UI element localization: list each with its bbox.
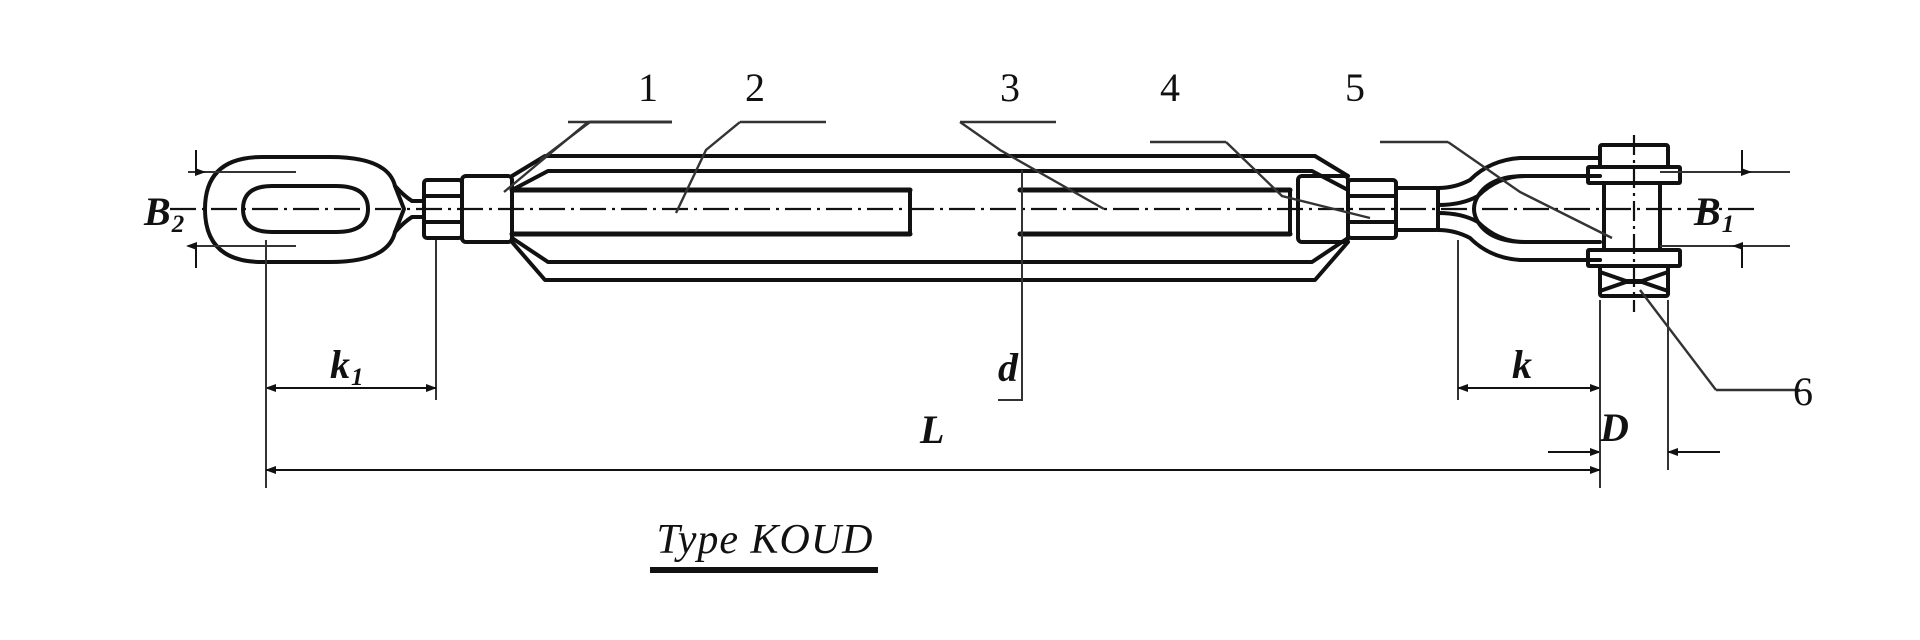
- dimension-letter-k1: k: [330, 342, 350, 387]
- dimension-label-b1: B1: [1694, 189, 1734, 238]
- part-outlines: [203, 143, 1682, 298]
- title-underline: [650, 567, 878, 573]
- dimension-label-b2: B2: [144, 189, 184, 238]
- leader-6b: [1639, 289, 1717, 391]
- callout-label-2: 2: [745, 65, 765, 110]
- dimension-label-d-big: D: [1600, 408, 1629, 448]
- callout-label-3: 3: [1000, 65, 1020, 110]
- leader-2b: [674, 121, 741, 214]
- dimension-letter-l: L: [920, 407, 945, 452]
- callout-label-5: 5: [1345, 65, 1365, 110]
- dimension-label-k1: k1: [330, 342, 364, 391]
- dimension-letter-b1: B: [1694, 189, 1721, 234]
- turnbuckle-body: [510, 154, 1350, 282]
- leader-5b: [1447, 141, 1613, 240]
- dimension-label-d-small: d: [998, 348, 1018, 388]
- drawing-title-block: Type KOUD: [650, 516, 880, 573]
- leader-3b: [959, 121, 1105, 211]
- dimension-subscript-b1: 1: [1721, 211, 1735, 238]
- dimension-subscript-b2: 2: [171, 211, 185, 238]
- callout-label-6: 6: [1793, 369, 1813, 414]
- dimension-label-l: L: [920, 410, 944, 450]
- left-threaded-rod: [509, 187, 913, 237]
- center-line: [170, 135, 1760, 312]
- drawing-title: Type KOUD: [656, 517, 874, 563]
- dimension-label-k: k: [1512, 345, 1532, 385]
- dimension-letter-d-big: D: [1600, 405, 1629, 450]
- callout-leaders: [503, 120, 1800, 392]
- right-threaded-rod: [1017, 187, 1293, 237]
- callout-label-1: 1: [638, 65, 658, 110]
- leader-d: [998, 170, 1023, 401]
- dimension-subscript-k1: 1: [351, 364, 364, 391]
- dimension-lines: [186, 150, 1790, 488]
- dimension-letter-k: k: [1512, 342, 1532, 387]
- leader-4b: [1225, 141, 1371, 220]
- callout-label-4: 4: [1160, 65, 1180, 110]
- eye-terminal: [203, 155, 426, 264]
- dimension-letter-b2: B: [144, 189, 171, 234]
- dimension-letter-d-small: d: [998, 345, 1018, 390]
